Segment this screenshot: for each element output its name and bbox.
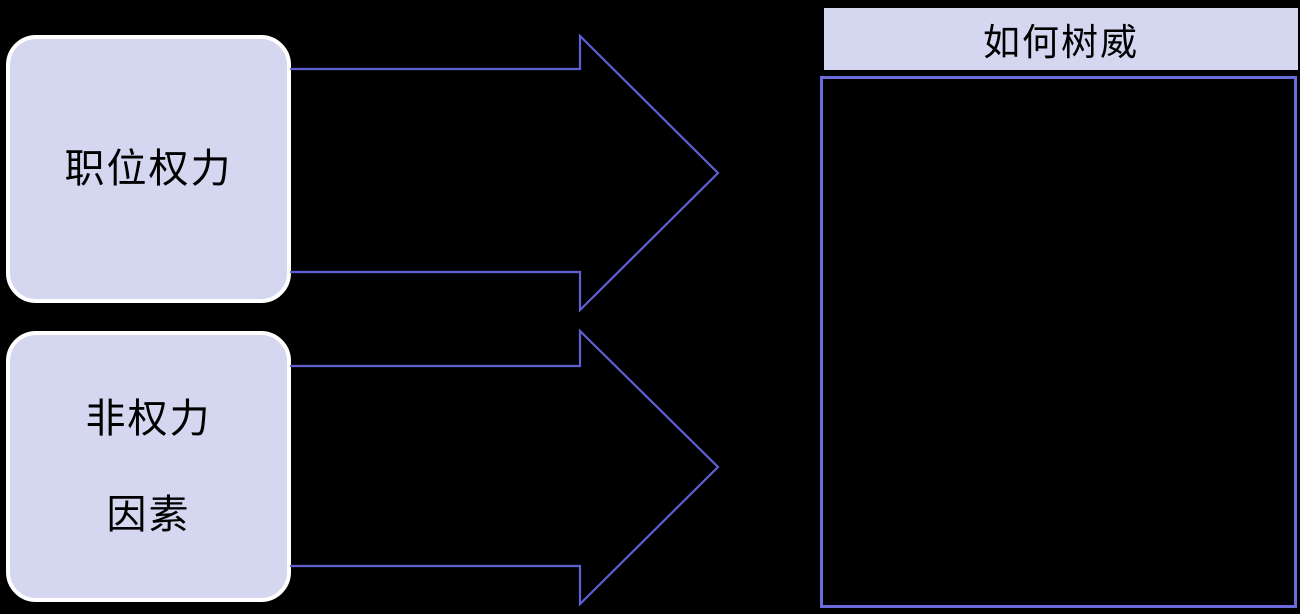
arrow-bottom-icon xyxy=(290,328,720,607)
output-panel-body[interactable] xyxy=(820,76,1297,608)
source-box-position-power-line-1: 职位权力 xyxy=(64,147,233,191)
arrow-top-icon xyxy=(290,33,720,313)
output-panel-title: 如何树威 xyxy=(824,8,1298,70)
source-box-nonpower-factors-line-2: 因素 xyxy=(106,492,191,537)
output-panel-body-text xyxy=(823,79,1294,605)
output-panel: 如何树威 xyxy=(820,6,1298,610)
source-box-position-power[interactable]: 职位权力 xyxy=(6,35,291,303)
source-box-nonpower-factors-line-1: 非权力 xyxy=(85,396,212,441)
source-box-nonpower-factors[interactable]: 非权力 因素 xyxy=(6,331,291,602)
